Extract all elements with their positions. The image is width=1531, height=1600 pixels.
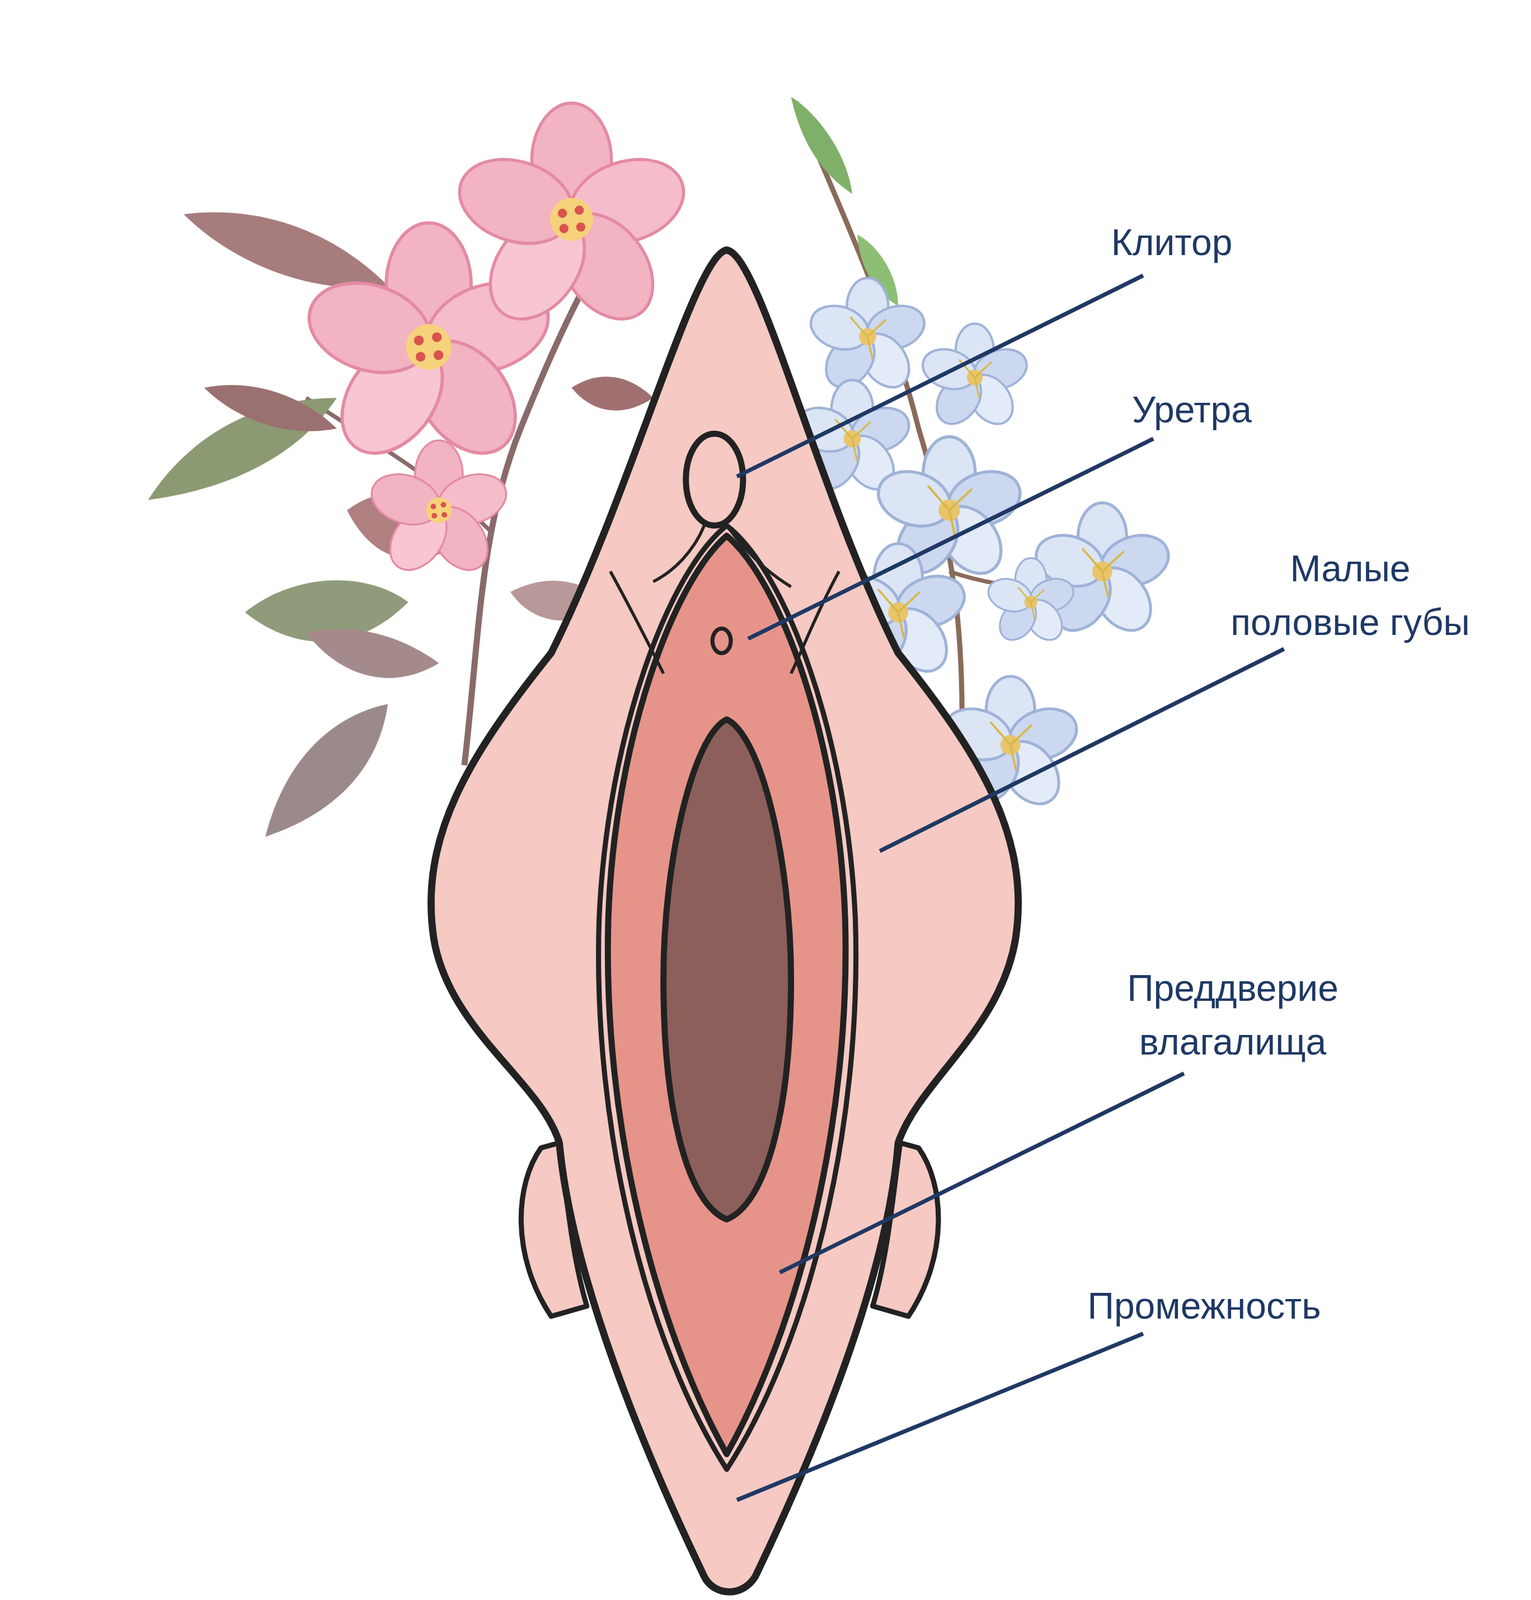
leaf <box>571 376 654 411</box>
outer-labia <box>430 250 1018 1593</box>
vaginal-opening <box>663 719 792 1220</box>
clitoris <box>686 433 744 526</box>
leader-line <box>879 649 1284 852</box>
part-label: Клитор <box>1043 215 1301 270</box>
leader-line <box>736 1334 1144 1501</box>
fold-line <box>791 571 840 674</box>
fold-line <box>598 525 857 1470</box>
urethra-opening <box>712 628 731 654</box>
part-label: Малые половые губы <box>1221 542 1479 650</box>
bud <box>791 96 853 194</box>
fold-line <box>610 571 664 674</box>
leader-line <box>748 438 1154 640</box>
vulva-drawing <box>430 250 1018 1593</box>
leaf <box>265 704 388 838</box>
inner-labia <box>607 536 846 1455</box>
leaf <box>183 212 388 289</box>
fold-line <box>726 525 792 587</box>
pink-flower <box>364 440 513 581</box>
leader-line <box>780 1073 1185 1274</box>
leaf <box>306 628 439 679</box>
leader-line <box>736 275 1144 477</box>
part-label: Преддверие влагалища <box>1101 961 1365 1069</box>
fold-line <box>653 525 704 582</box>
part-label: Промежность <box>1058 1279 1350 1334</box>
pink-flower <box>448 102 695 337</box>
blue-flower <box>805 278 931 397</box>
leaf <box>204 384 337 431</box>
part-label: Уретра <box>1063 383 1321 438</box>
blue-flower <box>984 557 1078 647</box>
